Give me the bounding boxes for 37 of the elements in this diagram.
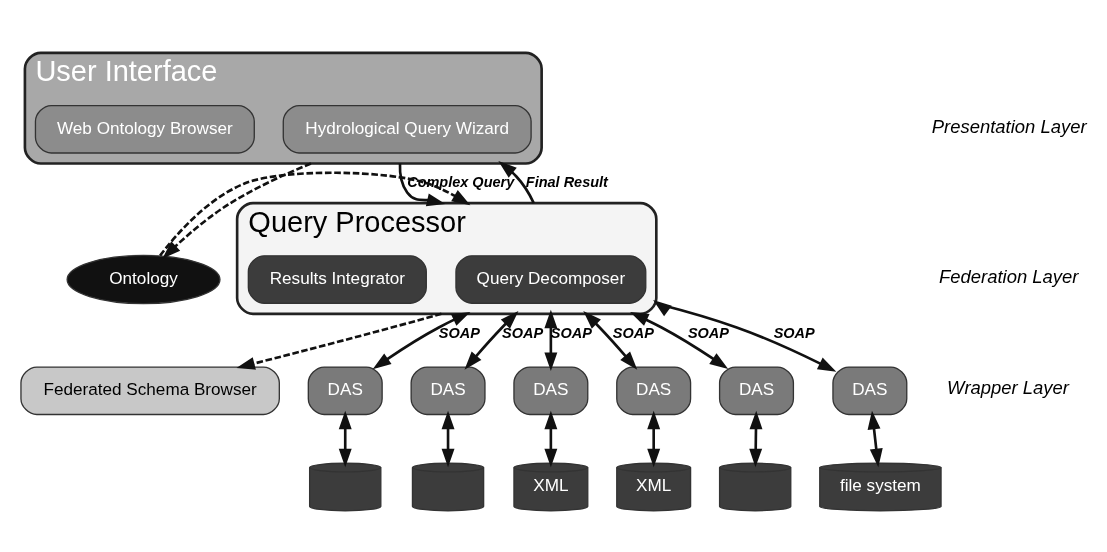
label: Presentation Layer: [931, 115, 1087, 137]
edge-label: SOAP: [502, 324, 544, 341]
arrow: [630, 311, 729, 369]
node-box: DAS: [307, 365, 383, 415]
node-box: DAS: [410, 365, 486, 415]
arrow: [583, 310, 638, 370]
arrow: [441, 410, 455, 467]
arrow: [653, 299, 837, 372]
arrow: [867, 410, 883, 467]
label: Federation Layer: [939, 265, 1079, 287]
arrow: [162, 161, 312, 259]
arrow: [544, 309, 558, 371]
arrow: [338, 410, 352, 467]
node-box: Results Integrator: [247, 254, 427, 304]
edge-label: SOAP: [612, 324, 654, 341]
label: Wrapper Layer: [946, 376, 1069, 398]
edge-label: SOAP: [687, 324, 730, 341]
node-box: DAS: [718, 365, 795, 415]
arrow: [159, 170, 471, 256]
arrow: [647, 410, 661, 467]
node-box: Hydrological Query Wizard: [282, 104, 532, 154]
arrow: [464, 310, 519, 370]
node-box: Federated Schema Browser: [20, 365, 280, 415]
node-box: Web Ontology Browser: [34, 104, 255, 154]
edge-label: Final Result: [525, 173, 608, 190]
edge-label: SOAP: [438, 324, 480, 341]
node-box: DAS: [616, 365, 692, 415]
arrow: [236, 312, 442, 370]
node-box: Query Decomposer: [455, 254, 647, 304]
arrow: [749, 410, 763, 467]
node-ellipse: Ontology: [66, 254, 221, 304]
node-box: DAS: [513, 365, 589, 415]
arrow: [544, 410, 558, 467]
node-box: DAS: [832, 365, 908, 415]
arrow: [498, 160, 535, 204]
arrow: [372, 311, 471, 369]
edge-label: SOAP: [773, 324, 815, 341]
